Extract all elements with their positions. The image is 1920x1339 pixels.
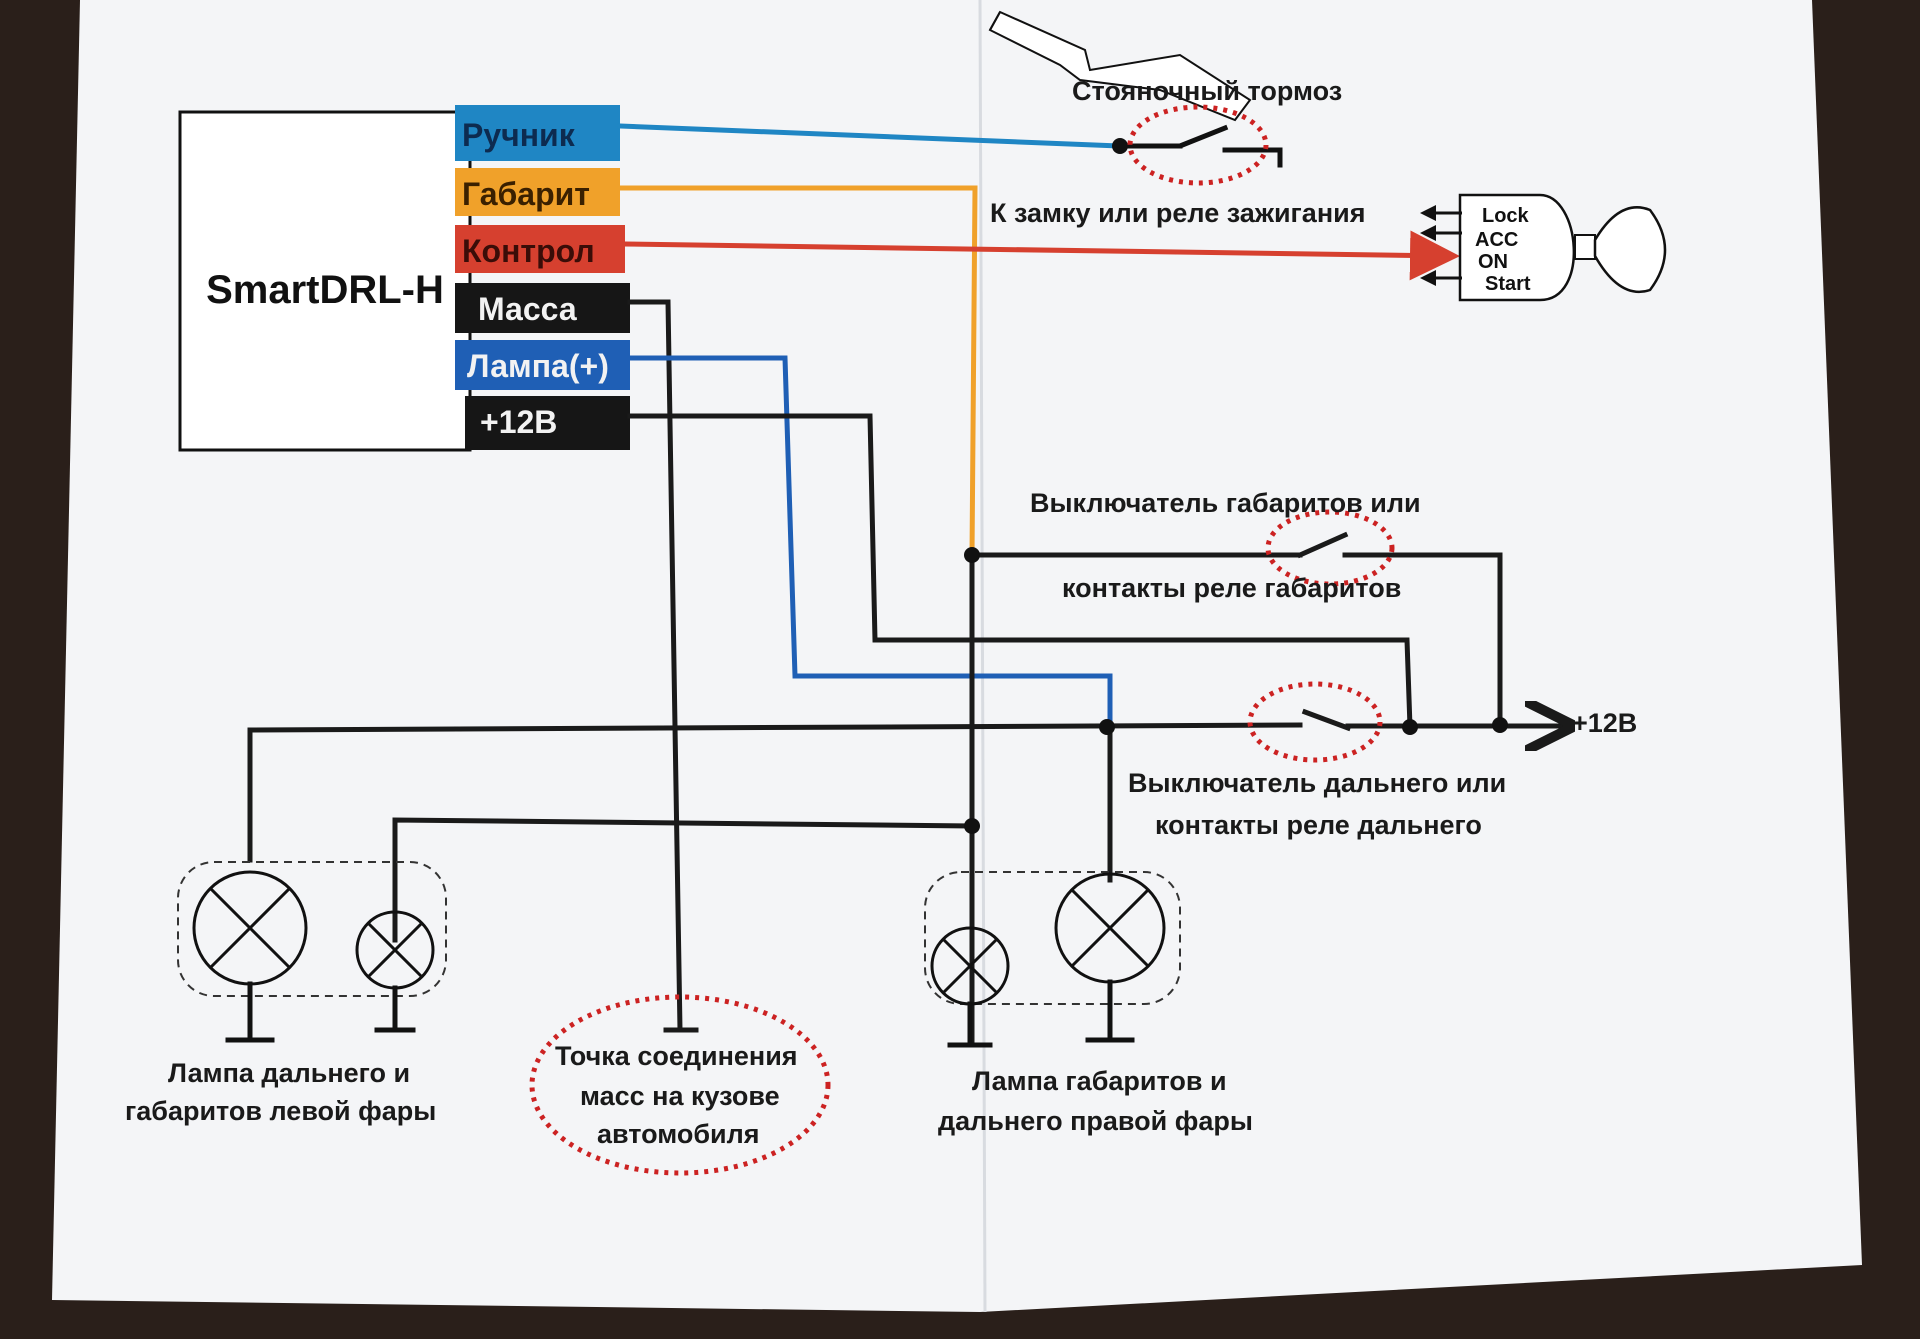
- highlight-high-switch: [1247, 681, 1383, 763]
- wire-high-beam: [247, 722, 1303, 863]
- paper-fold: [978, 0, 987, 1313]
- pin-bg: [455, 225, 625, 273]
- pin-bg: [455, 340, 630, 390]
- label-ground-2: масс на кузове: [580, 1081, 780, 1111]
- highlight-ground-point: [529, 994, 831, 1176]
- label-right-lamp-1: Лампа габаритов и: [972, 1066, 1227, 1096]
- junction-dot: [1492, 717, 1508, 733]
- pin-label: Габарит: [462, 176, 590, 212]
- wire-left-sidelight: [392, 817, 975, 943]
- wire-sidelights: [617, 185, 978, 558]
- label-left-lamp-2: габаритов левой фары: [125, 1096, 436, 1126]
- left-headlamp-outline: [177, 861, 447, 997]
- label-high-switch-2: контакты реле дальнего: [1155, 810, 1482, 840]
- label-high-switch-1: Выключатель дальнего или: [1128, 768, 1506, 798]
- wire-sidelight-return: [1342, 552, 1503, 728]
- switch-high-blade: [1301, 708, 1352, 732]
- label-side-switch-1: Выключатель габаритов или: [1030, 488, 1421, 518]
- label-right-lamp-2: дальнего правой фары: [938, 1106, 1253, 1136]
- pin-list: Ручник Габарит Контрол Масса Лампа(+) +1…: [455, 105, 630, 450]
- label-ground-3: автомобиля: [597, 1119, 760, 1149]
- pin-label: +12В: [480, 404, 557, 440]
- left-headlamp: [177, 861, 447, 1043]
- label-left-lamp-1: Лампа дальнего и: [168, 1058, 410, 1088]
- junctions: [964, 138, 1508, 834]
- pin-bg: [455, 168, 620, 216]
- label-power: +12В: [1572, 708, 1637, 738]
- label-side-switch-2: контакты реле габаритов: [1062, 573, 1401, 603]
- right-headlamp: [924, 871, 1181, 1048]
- ignition-pos-acc: ACC: [1475, 229, 1518, 251]
- pin-bg: [455, 283, 630, 333]
- junction-dot: [964, 818, 980, 834]
- ignition-pos-start: Start: [1485, 273, 1531, 295]
- label-parking-brake: Стояночный тормоз: [1072, 76, 1342, 106]
- ignition-lock: Lock ACC ON Start: [1420, 193, 1667, 302]
- module-name: SmartDRL-H: [206, 268, 444, 312]
- wire-control: [622, 230, 1460, 281]
- handbrake-icon: [988, 10, 1252, 122]
- junction-dot: [1099, 719, 1115, 735]
- wire-lamp-plus: [627, 355, 1113, 730]
- pin-label: Контрол: [462, 233, 595, 269]
- ignition-pos-lock: Lock: [1482, 205, 1530, 227]
- right-headlamp-outline: [924, 871, 1181, 1005]
- pin-label: Лампа(+): [467, 348, 609, 384]
- wire-12v: [627, 413, 1413, 730]
- label-ground-1: Точка соединения: [555, 1041, 798, 1071]
- pin-label: Ручник: [462, 117, 576, 153]
- junction-dot: [1112, 138, 1128, 154]
- switch-sidelight-blade: [1296, 531, 1349, 559]
- label-ignition: К замку или реле зажигания: [990, 198, 1365, 228]
- wire-ground: [627, 299, 683, 1033]
- junction-dot: [1402, 719, 1418, 735]
- pin-label: Масса: [478, 291, 577, 327]
- handbrake-switch: [1127, 124, 1283, 168]
- highlight-handbrake-switch: [1127, 104, 1269, 186]
- pin-bg: [465, 396, 630, 450]
- highlight-sidelight-switch: [1265, 509, 1395, 587]
- wire-handbrake: [617, 123, 1123, 149]
- module-box: [178, 110, 472, 452]
- ignition-pos-on: ON: [1478, 251, 1508, 273]
- junction-dot: [964, 547, 980, 563]
- pin-bg: [455, 105, 620, 161]
